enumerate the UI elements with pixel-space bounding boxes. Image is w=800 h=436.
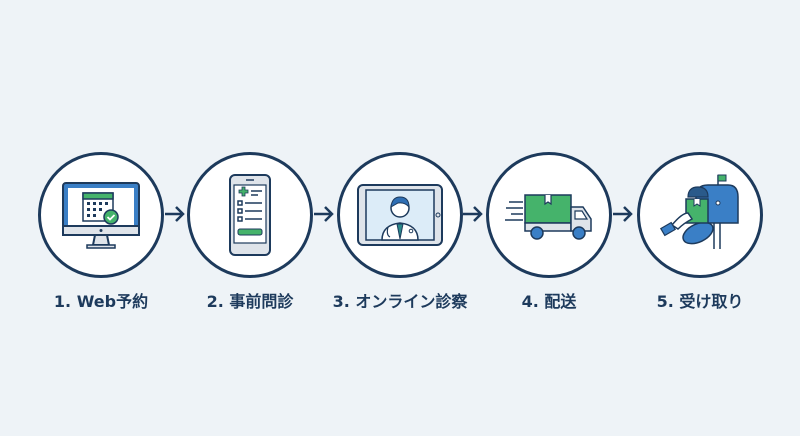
phone-checklist-icon xyxy=(229,174,271,256)
step-4-label: 4. 配送 xyxy=(521,292,577,311)
step-2-label: 2. 事前問診 xyxy=(206,292,294,311)
computer-calendar-icon xyxy=(62,182,140,249)
arrow-right-icon xyxy=(164,204,186,224)
step-5-label: 5. 受け取り xyxy=(656,292,744,311)
step-3-label: 3. オンライン診察 xyxy=(332,292,468,311)
step-3-circle xyxy=(337,152,463,278)
step-1-circle xyxy=(38,152,164,278)
step-5-circle xyxy=(637,152,763,278)
step-2-circle xyxy=(187,152,313,278)
step-4-circle xyxy=(486,152,612,278)
step-1-label: 1. Web予約 xyxy=(53,292,149,311)
arrow-right-icon xyxy=(313,204,335,224)
delivery-truck-icon xyxy=(505,194,592,240)
arrow-right-icon xyxy=(462,204,484,224)
mailbox-package-icon xyxy=(659,174,739,249)
arrow-right-icon xyxy=(612,204,634,224)
tablet-doctor-icon xyxy=(357,184,443,246)
